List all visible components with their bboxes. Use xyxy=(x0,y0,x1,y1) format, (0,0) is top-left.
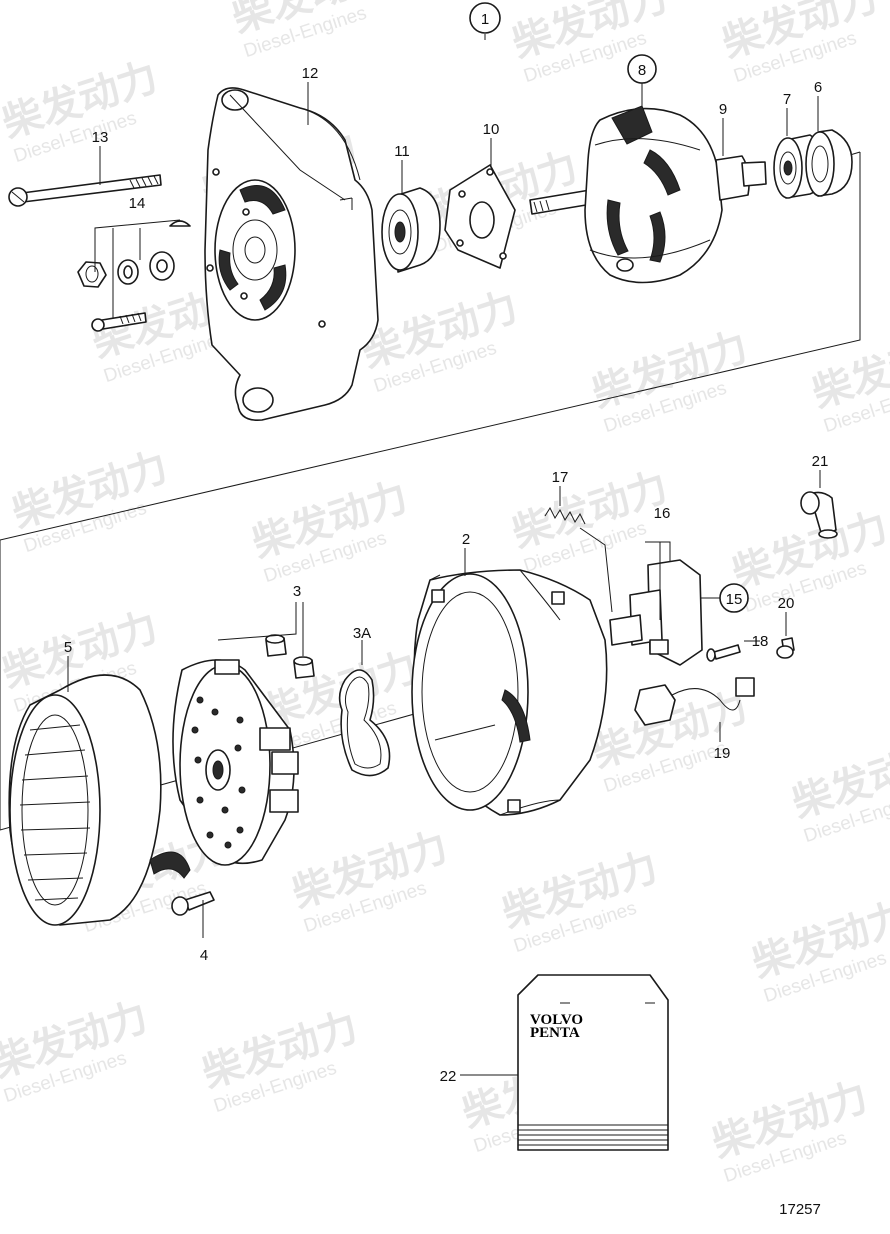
callout-3a: 3A xyxy=(353,625,371,642)
stator xyxy=(8,674,191,926)
callout-21: 21 xyxy=(812,453,829,470)
watermark-logo: 柴发动力 Diesel-Engines xyxy=(727,504,890,617)
callout-14: 14 xyxy=(129,195,146,212)
callout-5: 5 xyxy=(64,639,72,656)
watermark-logo: 柴发动力 Diesel-Engines xyxy=(227,0,393,62)
watermark-logo: 柴发动力 Diesel-Engines xyxy=(197,1004,363,1117)
watermark-logo: 柴发动力 Diesel-Engines xyxy=(357,284,523,397)
callout-16: 16 xyxy=(654,505,671,522)
drive-end-shield xyxy=(204,87,379,422)
brush-holder xyxy=(609,559,703,666)
front-bearing xyxy=(381,187,441,273)
watermark-logo: 柴发动力 Diesel-Engines xyxy=(587,324,753,437)
cover-screw xyxy=(776,637,795,659)
retaining-plate xyxy=(444,164,516,269)
collar-ring xyxy=(805,129,853,197)
watermark-logo: 柴发动力 Diesel-Engines xyxy=(0,994,153,1107)
brush-spring xyxy=(544,506,586,525)
brand-line-1: VOLVO xyxy=(530,1012,583,1028)
watermark-logo: 柴发动力 Diesel-Engines xyxy=(787,734,890,847)
suppressor-capacitor xyxy=(634,677,755,726)
callout-8: 8 xyxy=(638,62,646,79)
callout-20: 20 xyxy=(778,595,795,612)
callout-18: 18 xyxy=(752,633,769,650)
watermark-logo: 柴发动力 Diesel-Engines xyxy=(707,1074,873,1187)
watermark-logo: 柴发动力 Diesel-Engines xyxy=(807,324,890,437)
callout-11: 11 xyxy=(394,143,410,160)
callout-2: 2 xyxy=(462,531,470,548)
rectifier-bridge xyxy=(172,659,299,866)
holder-screw xyxy=(706,644,741,662)
rotor xyxy=(529,105,767,284)
watermark-logo: 柴发动力 Diesel-Engines xyxy=(717,0,883,87)
terminal-cap xyxy=(800,491,838,539)
callout-12: 12 xyxy=(302,65,319,82)
callout-7: 7 xyxy=(783,91,791,108)
watermark-logo: 柴发动力 Diesel-Engines xyxy=(7,444,173,557)
watermark-logo: 柴发动力 Diesel-Engines xyxy=(497,844,663,957)
brand-line-2: PENTA xyxy=(530,1025,580,1041)
fixing-screw xyxy=(91,312,147,332)
callout-15: 15 xyxy=(726,591,743,608)
callout-13: 13 xyxy=(92,129,109,146)
callout-3: 3 xyxy=(293,583,301,600)
callout-labels: 1 12 13 14 11 10 8 9 7 6 17 16 15 21 20 … xyxy=(64,2,829,1218)
diode-caps xyxy=(265,634,315,679)
callout-10: 10 xyxy=(483,121,500,138)
callout-17: 17 xyxy=(552,469,569,486)
leader-lines xyxy=(67,34,821,1076)
callout-6: 6 xyxy=(814,79,822,96)
drawing-number: 17257 xyxy=(779,1201,821,1218)
watermark-logo: 柴发动力 Diesel-Engines xyxy=(0,54,163,167)
watermark-logo: 柴发动力 Diesel-Engines xyxy=(287,824,453,937)
watermark-logo: 柴发动力 Diesel-Engines xyxy=(247,474,413,587)
through-bolt xyxy=(8,174,162,207)
callout-circle xyxy=(627,54,657,84)
nut-and-washers xyxy=(77,220,191,288)
watermark-logo: 柴发动力 Diesel-Engines xyxy=(747,894,890,1007)
callout-22: 22 xyxy=(440,1068,457,1085)
rectifier-screw xyxy=(171,891,215,916)
callout-4: 4 xyxy=(200,947,208,964)
callout-circle xyxy=(719,583,749,613)
callout-9: 9 xyxy=(719,101,727,118)
callout-circle xyxy=(469,2,501,34)
callout-19: 19 xyxy=(714,745,731,762)
callout-1: 1 xyxy=(481,11,489,28)
slip-ring-end-shield xyxy=(411,569,608,816)
instruction-booklet: VOLVO PENTA xyxy=(517,974,669,1151)
gasket xyxy=(338,669,391,777)
